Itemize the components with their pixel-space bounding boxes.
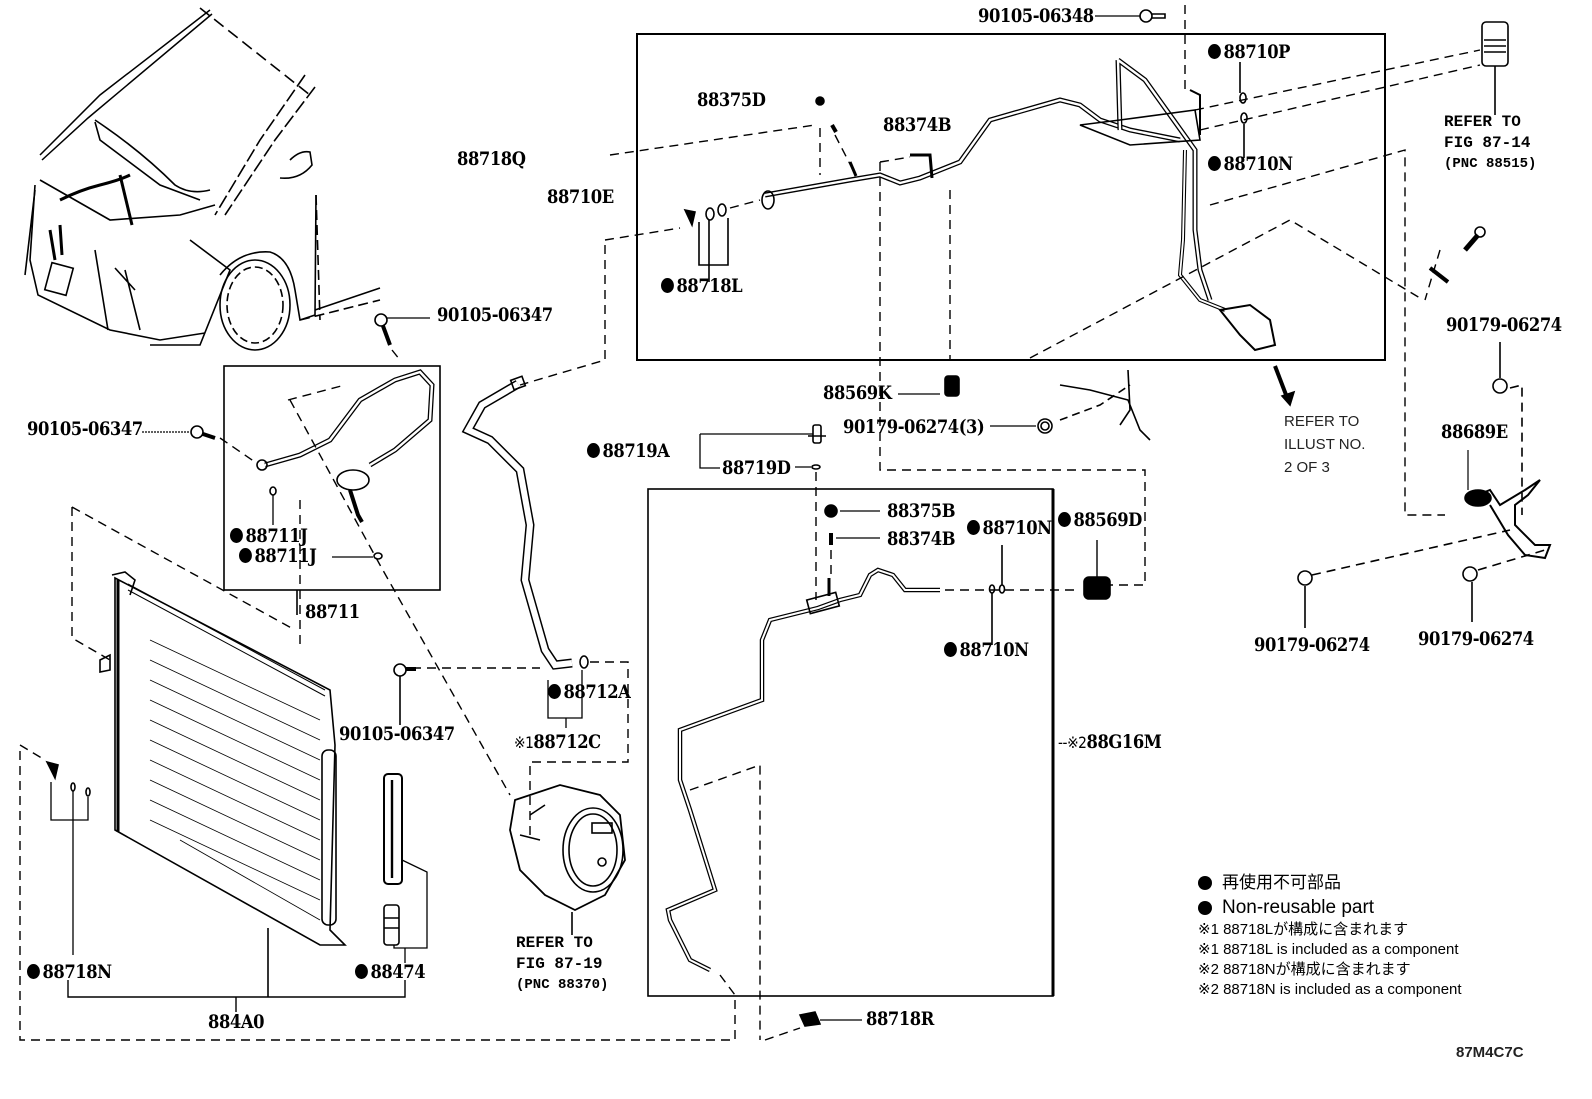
part-label-88374B-top[interactable]: 88374B [883, 114, 952, 136]
part-label-884A0[interactable]: 884A0 [208, 1011, 265, 1033]
part-label-88718L[interactable]: 88718L [661, 277, 743, 296]
leader-dashes-top [519, 5, 1481, 586]
legend-non-reusable-jp: 再使用不可部品 [1198, 870, 1462, 895]
bracket-88689E-illustration [1297, 342, 1552, 628]
non-reusable-dot-icon [27, 964, 40, 979]
non-reusable-dot-icon [355, 964, 368, 979]
part-label-88710N-mid[interactable]: 88710N [967, 519, 1052, 538]
condenser-illustration [99, 571, 347, 997]
part-label-88375B[interactable]: 88375B [887, 500, 956, 522]
box-88G16M [647, 488, 1054, 997]
clamp-88569K-icon [898, 375, 960, 397]
suction-hose-illustration [461, 375, 589, 728]
part-label-88375D[interactable]: 88375D [697, 89, 766, 111]
non-reusable-dot-icon [230, 528, 243, 543]
box-88711 [223, 365, 441, 591]
part-label-88712A[interactable]: 88712A [548, 683, 631, 702]
part-label-88710N-low[interactable]: 88710N [944, 641, 1029, 660]
clip-88718R-icon [798, 1011, 862, 1027]
bolt-90105-06347-b-icon [142, 425, 216, 440]
non-reusable-dot-icon [1198, 875, 1212, 890]
non-reusable-dot-icon [587, 443, 600, 458]
clip-bolt-illustration [1428, 226, 1486, 284]
liquid-pipe-illustration [665, 567, 940, 973]
compressor-illustration [509, 784, 626, 935]
suction-pipe-illustration [761, 57, 1277, 352]
group-bracket-884A0 [67, 980, 406, 1012]
part-label-88719A[interactable]: 88719A [587, 442, 670, 461]
part-label-88569K[interactable]: 88569K [823, 382, 892, 404]
figure-id: 87M4C7C [1456, 1044, 1524, 1061]
valve-core-88374B-icon [830, 124, 838, 133]
part-label-88G16M[interactable]: --※288G16M [1058, 731, 1162, 753]
part-label-90179-06274-r3[interactable]: 90179-06274 [1418, 628, 1534, 650]
part-label-88718Q[interactable]: 88718Q [457, 148, 526, 170]
non-reusable-dot-icon [1208, 44, 1221, 59]
discharge-hose-88711-illustration [256, 369, 435, 615]
legend-note2-en: ※2 88718N is included as a component [1198, 981, 1462, 998]
nut-and-bracket-illustration [990, 369, 1151, 441]
oring-set-88718N [45, 760, 91, 955]
non-reusable-dot-icon [1208, 156, 1221, 171]
non-reusable-dot-icon [661, 278, 674, 293]
legend: 再使用不可部品 Non-reusable part ※1 88718Lが構成に含… [1198, 870, 1462, 1000]
cap-88375B-icon [824, 504, 838, 518]
non-reusable-dot-icon [239, 548, 252, 563]
part-label-88710E[interactable]: 88710E [547, 186, 614, 208]
part-label-88711J-b[interactable]: 88711J [239, 547, 317, 566]
part-label-88569D[interactable]: 88569D [1058, 511, 1142, 530]
legend-non-reusable-en: Non-reusable part [1198, 895, 1462, 920]
dryer-88474-illustration [383, 773, 428, 963]
part-label-90105-06347-c[interactable]: 90105-06347 [339, 723, 455, 745]
legend-note1-jp: ※1 88718Lが構成に含まれます [1198, 921, 1409, 938]
bolt-90105-06347-a-icon [374, 313, 430, 346]
bolt-90105-06348-icon [1095, 9, 1166, 23]
bolt-90105-06347-c-icon [393, 663, 416, 725]
oring-88710N-a-icon [988, 584, 996, 594]
part-label-88710N-top[interactable]: 88710N [1208, 155, 1293, 174]
oring-88710P-icon [1239, 92, 1247, 104]
pressure-sensor-88719A-icon [699, 424, 826, 470]
part-label-90179-06274-r2[interactable]: 90179-06274 [1254, 634, 1370, 656]
cap-88375D-icon [815, 96, 825, 106]
non-reusable-dot-icon [967, 520, 980, 535]
part-label-90105-06347-a[interactable]: 90105-06347 [437, 304, 553, 326]
part-label-88710P[interactable]: 88710P [1208, 43, 1290, 62]
vehicle-front-illustration [24, 7, 381, 351]
part-label-88719D[interactable]: 88719D [722, 457, 791, 479]
part-label-88711J-a[interactable]: 88711J [230, 527, 308, 546]
part-label-88711[interactable]: 88711 [305, 601, 360, 623]
part-label-88718R[interactable]: 88718R [866, 1008, 934, 1030]
oring-set-88718L [683, 203, 729, 282]
oring-88710N-b-icon [998, 584, 1006, 594]
part-label-90105-06348[interactable]: 90105-06348 [978, 5, 1094, 27]
part-label-88474[interactable]: 88474 [355, 963, 426, 982]
non-reusable-dot-icon [1058, 512, 1071, 527]
legend-note2-jp: ※2 88718Nが構成に含まれます [1198, 961, 1411, 978]
non-reusable-dot-icon [1198, 900, 1212, 915]
part-label-88374B-mid[interactable]: 88374B [887, 528, 956, 550]
part-label-88718N[interactable]: 88718N [27, 963, 112, 982]
legend-note1-en: ※1 88718L is included as a component [1198, 941, 1459, 958]
non-reusable-dot-icon [548, 684, 561, 699]
pressure-switch-illustration [1481, 21, 1509, 115]
clamp-88569D-icon [1083, 540, 1111, 600]
box-88710E [636, 33, 1386, 361]
part-label-90179-06274-r1[interactable]: 90179-06274 [1446, 314, 1562, 336]
part-label-88689E[interactable]: 88689E [1441, 421, 1508, 443]
non-reusable-dot-icon [944, 642, 957, 657]
part-label-90179-06274-3[interactable]: 90179-06274(3) [843, 416, 985, 438]
oring-88710N-icon [1240, 112, 1248, 124]
part-label-88712C[interactable]: ※188712C [514, 731, 601, 753]
part-label-90105-06347-b[interactable]: 90105-06347 [27, 418, 143, 440]
